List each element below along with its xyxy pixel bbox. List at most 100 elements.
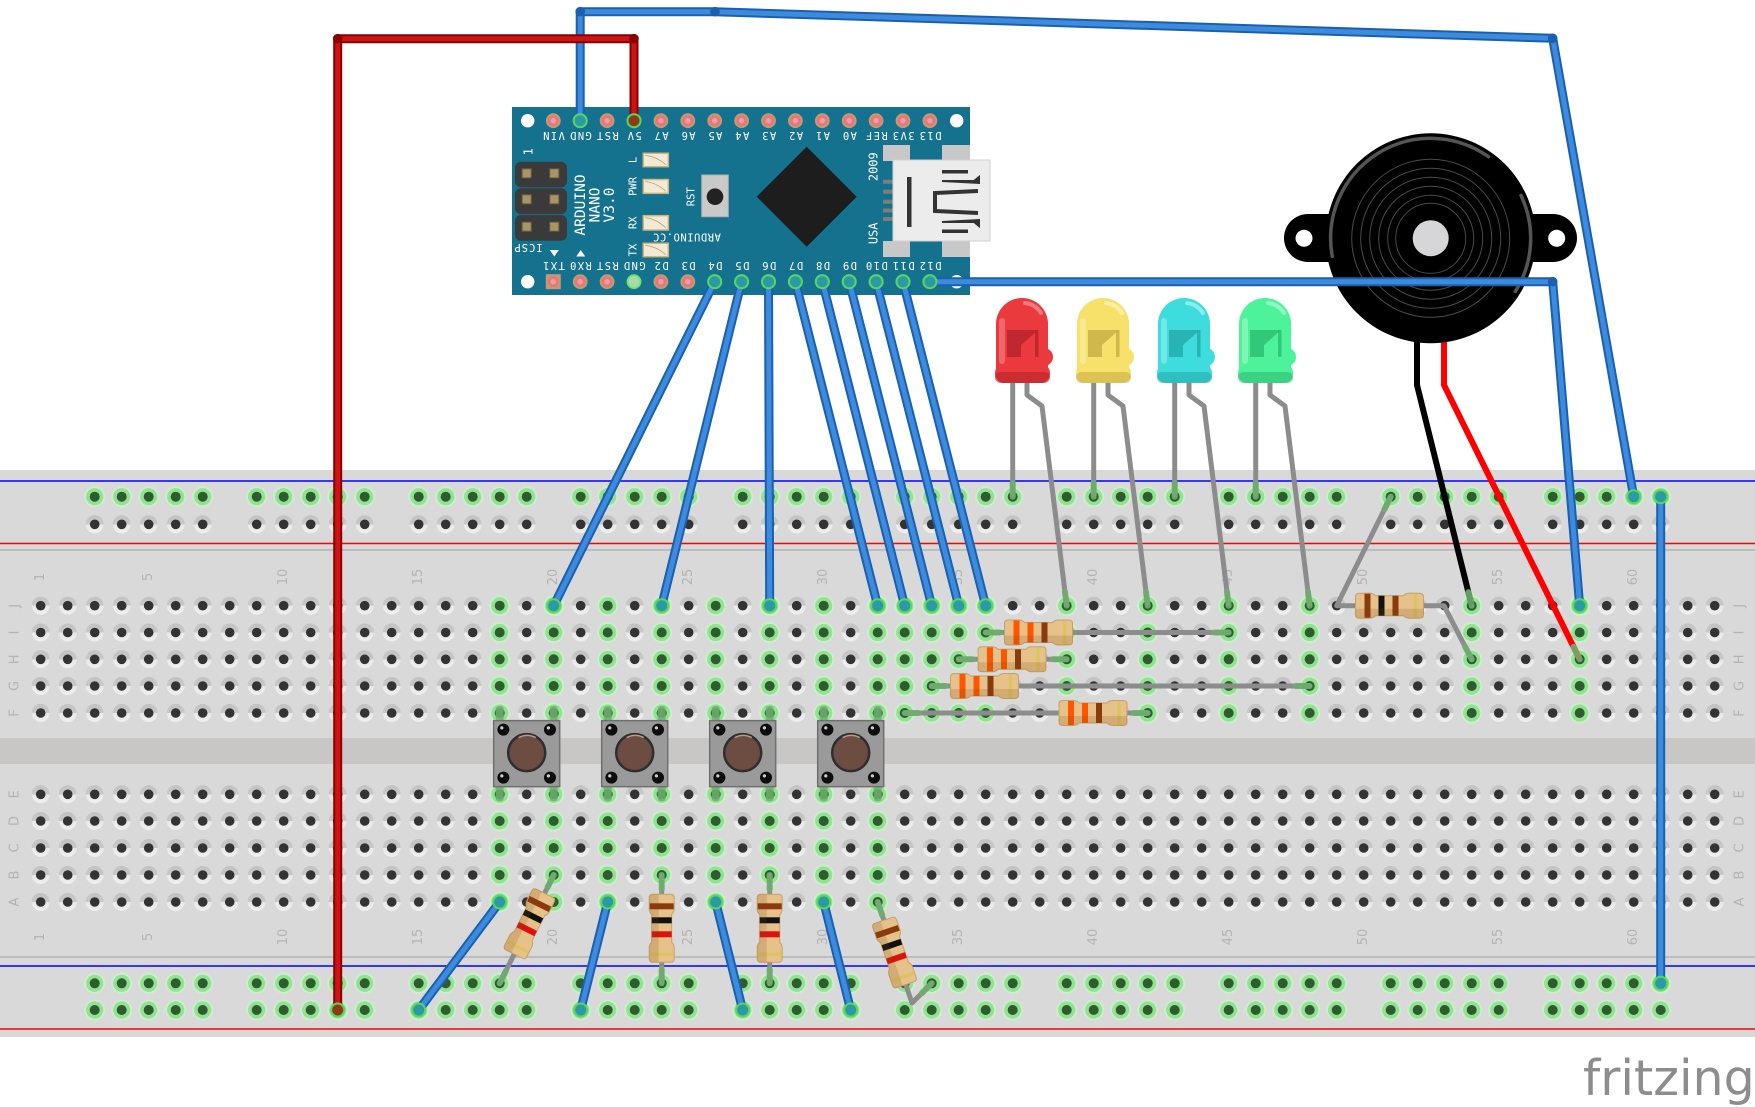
hole-J62[interactable]	[1678, 596, 1697, 615]
hole-E47[interactable]	[1273, 785, 1292, 804]
hole-E3[interactable]	[85, 785, 104, 804]
hole-H6[interactable]	[166, 650, 185, 669]
piezo-buzzer[interactable]	[1284, 133, 1583, 663]
hole-G5[interactable]	[139, 677, 158, 695]
hole-H41[interactable]	[1111, 650, 1130, 669]
hole-G22[interactable]	[597, 675, 619, 697]
usb-connector[interactable]	[892, 159, 991, 242]
rail-hole-top2-54[interactable]	[1462, 515, 1481, 534]
hole-E29[interactable]	[787, 785, 806, 804]
hole-J8[interactable]	[220, 596, 239, 615]
led-green[interactable]	[1238, 298, 1313, 609]
hole-E37[interactable]	[1003, 785, 1022, 804]
hole-H18[interactable]	[489, 648, 511, 670]
hole-C2[interactable]	[58, 839, 77, 857]
hole-J29[interactable]	[787, 596, 806, 615]
hole-J26[interactable]	[705, 595, 727, 617]
hole-B6[interactable]	[166, 866, 185, 884]
hole-I6[interactable]	[166, 623, 185, 642]
rail-hole-bottom1-45[interactable]	[1218, 972, 1240, 994]
hole-I47[interactable]	[1273, 623, 1292, 642]
wire-5v[interactable]	[330, 33, 642, 1018]
rail-hole-bottom1-52[interactable]	[1407, 972, 1429, 994]
rail-hole-bottom2-7[interactable]	[192, 999, 214, 1021]
hole-D11[interactable]	[301, 812, 320, 830]
hole-G32[interactable]	[867, 675, 889, 697]
hole-E25[interactable]	[679, 785, 698, 804]
hole-E51[interactable]	[1381, 785, 1400, 804]
hole-E54[interactable]	[1462, 785, 1481, 804]
hole-H13[interactable]	[355, 650, 374, 669]
hole-E10[interactable]	[274, 785, 293, 804]
led-red[interactable]	[995, 298, 1070, 609]
rail-hole-bottom1-29[interactable]	[786, 972, 808, 994]
hole-C27[interactable]	[733, 839, 752, 857]
rail-hole-bottom2-59[interactable]	[1596, 999, 1618, 1021]
hole-J37[interactable]	[1003, 596, 1022, 615]
hole-C30[interactable]	[813, 837, 835, 859]
hole-A35[interactable]	[949, 893, 968, 911]
hole-H24[interactable]	[651, 648, 673, 670]
reset-button[interactable]	[701, 174, 729, 218]
button-cap[interactable]	[614, 732, 655, 773]
hole-A36[interactable]	[976, 893, 995, 911]
rail-hole-bottom2-34[interactable]	[921, 999, 943, 1021]
rail-hole-top1-6[interactable]	[165, 486, 187, 508]
hole-B60[interactable]	[1624, 866, 1643, 884]
hole-H32[interactable]	[867, 648, 889, 670]
rail-hole-top2-39[interactable]	[1057, 515, 1076, 534]
wire-d5[interactable]	[654, 274, 750, 614]
hole-J6[interactable]	[166, 596, 185, 615]
pin-top-ref[interactable]	[868, 113, 884, 129]
hole-D45[interactable]	[1219, 812, 1238, 830]
button-cap[interactable]	[722, 732, 763, 773]
hole-C23[interactable]	[625, 839, 644, 857]
hole-I50[interactable]	[1354, 623, 1373, 642]
rail-hole-top2-52[interactable]	[1408, 515, 1427, 534]
rail-hole-top2-10[interactable]	[274, 515, 293, 534]
wire-d6[interactable]	[761, 274, 778, 614]
rail-hole-top1-13[interactable]	[354, 486, 376, 508]
hole-D42[interactable]	[1138, 812, 1157, 830]
hole-A25[interactable]	[679, 893, 698, 911]
pin-top-a0[interactable]	[841, 113, 857, 129]
hole-C18[interactable]	[489, 837, 511, 859]
hole-F4[interactable]	[112, 704, 131, 722]
hole-I17[interactable]	[463, 623, 482, 642]
rail-hole-bottom2-37[interactable]	[1002, 999, 1024, 1021]
wire-end[interactable]	[572, 113, 588, 129]
hole-B37[interactable]	[1003, 866, 1022, 884]
rail-hole-bottom2-43[interactable]	[1164, 999, 1186, 1021]
wire-end[interactable]	[787, 274, 803, 290]
hole-C9[interactable]	[247, 839, 266, 857]
rail-hole-bottom1-9[interactable]	[246, 972, 268, 994]
hole-F56[interactable]	[1516, 704, 1535, 722]
hole-E2[interactable]	[58, 785, 77, 804]
hole-I25[interactable]	[679, 623, 698, 642]
rail-hole-bottom2-41[interactable]	[1110, 999, 1132, 1021]
hole-G54[interactable]	[1461, 675, 1483, 697]
resistor-buzzer[interactable]	[1334, 493, 1475, 663]
hole-A15[interactable]	[409, 893, 428, 911]
hole-D19[interactable]	[517, 812, 536, 830]
hole-A4[interactable]	[112, 893, 131, 911]
hole-F7[interactable]	[193, 704, 212, 722]
pin-top-a2[interactable]	[788, 113, 803, 129]
wire-rail-gnd[interactable]	[1653, 489, 1669, 991]
hole-A56[interactable]	[1516, 893, 1535, 911]
hole-F15[interactable]	[409, 704, 428, 722]
hole-I13[interactable]	[355, 623, 374, 642]
rail-hole-top1-54[interactable]	[1461, 486, 1483, 508]
hole-H14[interactable]	[382, 650, 401, 669]
hole-J23[interactable]	[625, 596, 644, 615]
hole-F53[interactable]	[1435, 704, 1454, 722]
hole-C26[interactable]	[705, 837, 727, 859]
hole-D9[interactable]	[247, 812, 266, 830]
hole-D13[interactable]	[355, 812, 374, 830]
hole-C48[interactable]	[1300, 839, 1319, 857]
hole-I22[interactable]	[597, 622, 619, 643]
hole-J40[interactable]	[1084, 596, 1103, 615]
hole-D36[interactable]	[976, 812, 995, 830]
hole-J31[interactable]	[841, 596, 860, 615]
hole-F23[interactable]	[625, 704, 644, 722]
